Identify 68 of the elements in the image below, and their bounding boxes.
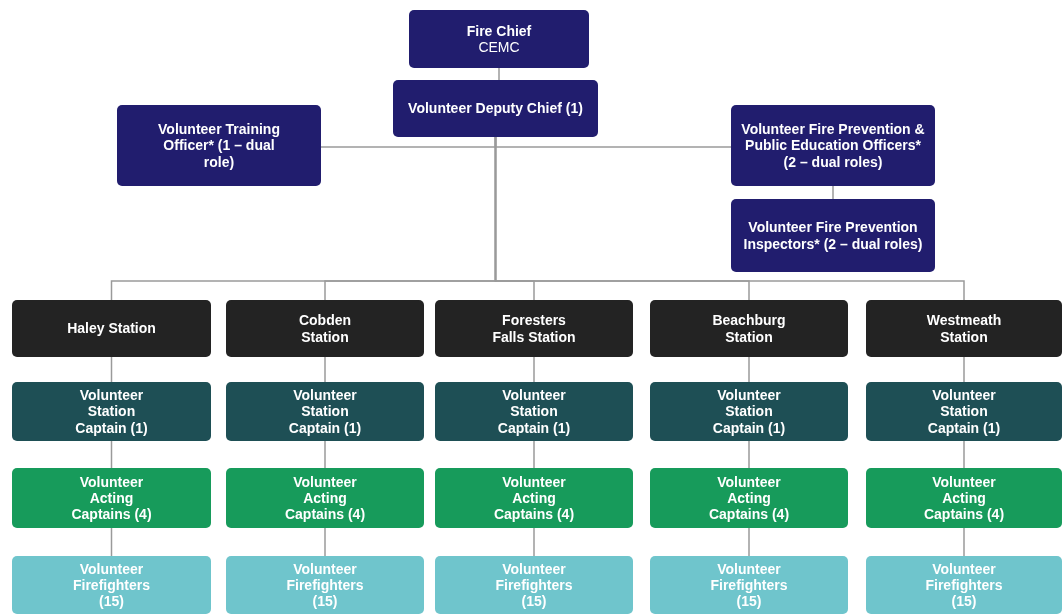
position-box [226, 382, 424, 441]
position-title: Haley Station [67, 320, 156, 337]
position-box [226, 468, 424, 528]
connector-line [533, 527, 535, 557]
position-box [866, 468, 1062, 528]
position-title: Volunteer Station Captain (1) [74, 387, 149, 436]
position-title: Volunteer Acting Captains (4) [707, 473, 791, 523]
position-box [650, 382, 848, 441]
position-title: Volunteer Training Officer* (1 – dual role) [157, 121, 281, 170]
position-box [866, 556, 1062, 614]
position-title: Cobden Station [297, 312, 353, 345]
connector-line [498, 67, 500, 81]
position-title: Volunteer Acting Captains (4) [922, 473, 1006, 523]
position-title: Fire Chief [466, 22, 532, 39]
connector-line [832, 185, 834, 200]
connector-line [110, 356, 113, 383]
position-title: Volunteer Station Captain (1) [926, 387, 1002, 436]
position-box [435, 300, 633, 357]
position-box [731, 199, 935, 272]
position-title: Volunteer Fire Prevention Inspectors* (2 – dual roles) [742, 219, 924, 252]
connector-line [748, 527, 750, 557]
position-title: Volunteer Station Captain (1) [711, 387, 787, 436]
connector-line [748, 356, 750, 383]
position-box [866, 382, 1062, 441]
position-title: Volunteer Acting Captains (4) [70, 473, 153, 523]
position-box [435, 468, 633, 528]
position-title: Volunteer Firefighters (15) [924, 560, 1004, 610]
position-subtitle: CEMC [478, 39, 520, 56]
connector-line [324, 440, 326, 469]
position-title: Beachburg Station [711, 312, 787, 345]
position-box [12, 556, 211, 614]
position-box [393, 80, 598, 137]
position-title: Foresters Falls Station [491, 312, 577, 345]
connector-line [963, 356, 965, 383]
position-title: Volunteer Firefighters (15) [494, 560, 574, 610]
position-box [731, 105, 935, 186]
connector-line [963, 527, 965, 557]
position-title: Volunteer Firefighters (15) [285, 560, 365, 610]
connector-line [110, 527, 113, 557]
position-title: Volunteer Acting Captains (4) [492, 473, 576, 523]
position-box [866, 300, 1062, 357]
position-title: Volunteer Station Captain (1) [496, 387, 572, 436]
connector-line [324, 356, 326, 383]
position-title: Volunteer Station Captain (1) [287, 387, 363, 436]
position-title: Volunteer Deputy Chief (1) [408, 100, 583, 117]
position-box [226, 556, 424, 614]
position-box [435, 556, 633, 614]
position-box [12, 382, 211, 441]
position-box [409, 10, 589, 68]
position-box [435, 382, 633, 441]
position-title: Volunteer Acting Captains (4) [283, 473, 367, 523]
connector-line [533, 440, 535, 469]
position-box [650, 556, 848, 614]
position-box [12, 300, 211, 357]
connector-line [748, 440, 750, 469]
position-box [117, 105, 321, 186]
position-title: Volunteer Fire Prevention & Public Education Officers* (2 – dual roles) [740, 121, 926, 170]
position-box [650, 468, 848, 528]
position-title: Westmeath Station [925, 312, 1003, 345]
position-box [650, 300, 848, 357]
connector-line [533, 356, 535, 383]
position-title: Volunteer Firefighters (15) [709, 560, 789, 610]
connector-line [110, 440, 113, 469]
connector-line [963, 440, 965, 469]
position-box [226, 300, 424, 357]
position-title: Volunteer Firefighters (15) [72, 560, 151, 610]
connector-line [324, 527, 326, 557]
position-box [12, 468, 211, 528]
